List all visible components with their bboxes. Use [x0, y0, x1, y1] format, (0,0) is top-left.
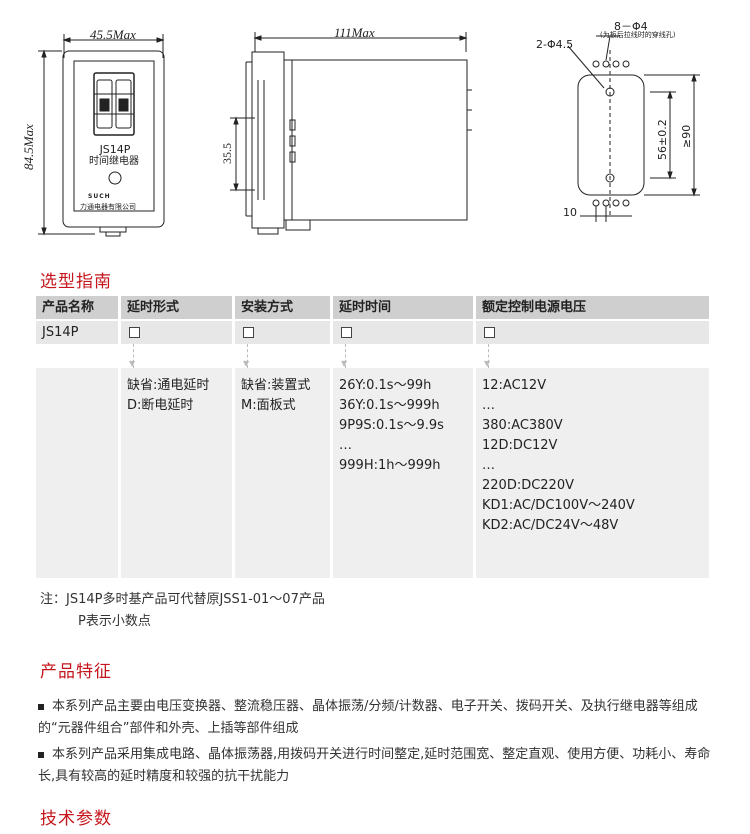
connector-gap: [36, 344, 118, 368]
panel-cutout-drawing: [567, 35, 700, 222]
column-options: 缺省:装置式 M:面板式: [235, 368, 330, 578]
arrow-down-icon: ▼: [484, 359, 491, 368]
tech-title: 技术参数: [40, 809, 112, 829]
option-line: D:断电延时: [127, 398, 194, 413]
front-name-label: 时间继电器: [89, 156, 139, 167]
feature-item: 本系列产品主要由电压变换器、整流稳压器、晶体振荡/分频/计数器、电子开关、拨码开…: [38, 696, 718, 740]
selection-column: 安装方式 ▼ 缺省:装置式 M:面板式: [235, 296, 330, 578]
option-line: 缺省:装置式: [241, 378, 311, 393]
selection-column: 额定控制电源电压 ▼ 12:AC12V … 380:AC380V 12D:DC12V … 22…: [476, 296, 709, 578]
connector-gap: ▼: [235, 344, 330, 368]
selection-column: 延时时间 ▼ 26Y:0.1s～99h 36Y:0.1s～999h 9P9S:0.1s～…: [333, 296, 473, 578]
column-code-cell: JS14P: [36, 321, 118, 344]
column-code-cell: [476, 321, 709, 344]
panel-mount-label: 2-Φ4.5: [536, 38, 574, 51]
front-maker-label: 力通电器有限公司: [80, 203, 136, 211]
option-line: 9P9S:0.1s～9.9s: [339, 418, 444, 433]
option-line: 999H:1h～999h: [339, 458, 441, 473]
dimension-drawings: [38, 32, 700, 237]
option-line: …: [339, 438, 352, 453]
selection-column: 产品名称 JS14P: [36, 296, 118, 578]
column-header: 安装方式: [235, 296, 330, 319]
front-height-dim: 84.5Max: [21, 124, 36, 170]
option-line: KD2:AC/DC24V～48V: [482, 518, 619, 533]
selection-title: 选型指南: [40, 272, 112, 292]
front-model-label: JS14P: [99, 143, 131, 156]
checkbox-placeholder-icon: [484, 327, 495, 338]
column-code-cell: [333, 321, 473, 344]
feature-text: 本系列产品主要由电压变换器、整流稳压器、晶体振荡/分频/计数器、电子开关、拨码开…: [38, 699, 698, 736]
option-line: 220D:DC220V: [482, 478, 574, 493]
panel-spacing-dim: 56±0.2: [656, 119, 669, 160]
column-header: 延时形式: [121, 296, 232, 319]
panel-holes-note: (为板后拉线时的穿线孔): [600, 31, 676, 39]
column-options: [36, 368, 118, 578]
side-offset-dim: 35.5: [220, 143, 234, 164]
option-line: 缺省:通电延时: [127, 378, 210, 393]
feature-item: 本系列产品采用集成电路、晶体振荡器,用拨码开关进行时间整定,延时范围宽、整定直观…: [38, 744, 718, 788]
column-header: 延时时间: [333, 296, 473, 319]
arrow-down-icon: ▼: [341, 359, 348, 368]
checkbox-placeholder-icon: [129, 327, 140, 338]
option-line: 12:AC12V: [482, 378, 547, 393]
column-code-cell: [235, 321, 330, 344]
connector-gap: ▼: [333, 344, 473, 368]
option-line: KD1:AC/DC100V～240V: [482, 498, 635, 513]
column-code-cell: [121, 321, 232, 344]
checkbox-placeholder-icon: [243, 327, 254, 338]
arrow-down-icon: ▼: [129, 359, 136, 368]
panel-cutout-dim: ≥90: [680, 124, 693, 148]
checkbox-placeholder-icon: [341, 327, 352, 338]
column-options: 26Y:0.1s～99h 36Y:0.1s～999h 9P9S:0.1s～9.9s ……: [333, 368, 473, 578]
option-line: …: [482, 458, 495, 473]
front-width-dim: 45.5Max: [90, 27, 136, 42]
arrow-down-icon: ▼: [243, 359, 250, 368]
feature-text: 本系列产品采用集成电路、晶体振荡器,用拨码开关进行时间整定,延时范围宽、整定直观…: [38, 747, 711, 784]
selection-note-2: P表示小数点: [78, 614, 151, 629]
product-name-value: JS14P: [42, 325, 79, 340]
column-options: 12:AC12V … 380:AC380V 12D:DC12V … 220D:DC220V…: [476, 368, 709, 578]
selection-column: 延时形式 ▼ 缺省:通电延时 D:断电延时: [121, 296, 232, 578]
option-line: 12D:DC12V: [482, 438, 558, 453]
panel-bottom-dim: 10: [563, 206, 577, 219]
connector-gap: ▼: [121, 344, 232, 368]
option-line: …: [482, 398, 495, 413]
panel-holes-label: 8－Φ4: [614, 20, 648, 33]
connector-gap: ▼: [476, 344, 709, 368]
option-line: 26Y:0.1s～99h: [339, 378, 432, 393]
front-logo: SUCH: [88, 193, 111, 200]
selection-note-1: 注：JS14P多时基产品可代替原JSS1-01～07产品: [40, 592, 325, 607]
front-view-drawing: [38, 34, 165, 237]
option-line: M:面板式: [241, 398, 296, 413]
option-line: 380:AC380V: [482, 418, 563, 433]
column-header: 额定控制电源电压: [476, 296, 709, 319]
bullet-icon: [38, 751, 44, 758]
column-options: 缺省:通电延时 D:断电延时: [121, 368, 232, 578]
option-line: 36Y:0.1s～999h: [339, 398, 440, 413]
column-header: 产品名称: [36, 296, 118, 319]
side-view-drawing: [230, 32, 472, 235]
features-title: 产品特征: [40, 662, 112, 682]
side-length-dim: 111Max: [334, 25, 375, 40]
bullet-icon: [38, 703, 44, 710]
